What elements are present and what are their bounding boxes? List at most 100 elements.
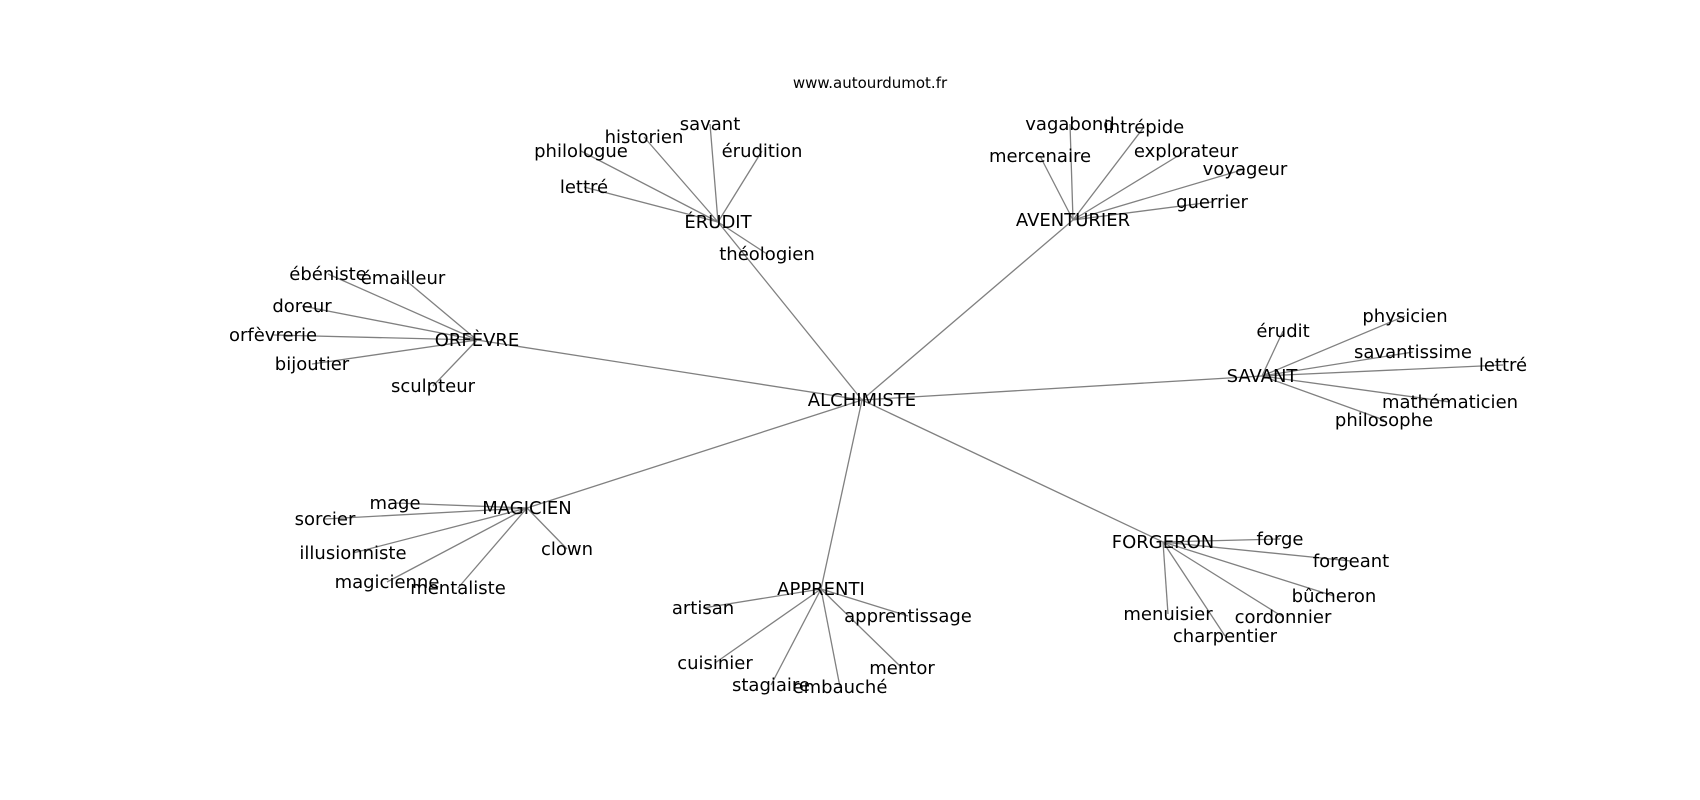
edge-group-to-word xyxy=(1072,126,1145,221)
edge-root-to-group xyxy=(526,399,863,509)
edge-group-to-word xyxy=(1261,375,1385,421)
word-node: explorateur xyxy=(1134,141,1239,162)
group-node: SAVANT xyxy=(1227,366,1299,387)
edge-group-to-word xyxy=(272,334,478,341)
group-node: FORGERON xyxy=(1112,532,1215,553)
word-node: charpentier xyxy=(1173,626,1278,647)
edge-root-to-group xyxy=(476,339,863,401)
word-node: embauché xyxy=(793,677,888,698)
edge-group-to-word xyxy=(714,588,822,664)
word-node: cuisinier xyxy=(677,653,753,674)
word-node: artisan xyxy=(672,598,734,619)
edge-group-to-word xyxy=(301,305,478,341)
word-node: intrépide xyxy=(1104,117,1184,138)
edge-group-to-word xyxy=(1261,375,1451,403)
word-node: philologue xyxy=(534,141,628,162)
edge-group-to-word xyxy=(1261,315,1406,377)
edge-group-to-word xyxy=(1261,351,1414,377)
word-node: émailleur xyxy=(361,268,446,289)
word-node: stagiaire xyxy=(732,675,810,696)
group-node: ÉRUDIT xyxy=(684,211,752,233)
edge-group-to-word xyxy=(457,507,528,589)
word-node: forge xyxy=(1257,529,1304,550)
edge-group-to-word xyxy=(432,339,478,387)
edge-group-to-word xyxy=(394,502,528,509)
group-node: AVENTURIER xyxy=(1016,210,1130,231)
edge-group-to-word xyxy=(1072,150,1187,221)
word-node: mercenaire xyxy=(989,146,1091,167)
word-node: érudit xyxy=(1256,321,1309,342)
word-node: sculpteur xyxy=(391,376,476,397)
word-node: guerrier xyxy=(1176,192,1248,213)
edge-group-to-word xyxy=(820,588,903,669)
word-node: illusionniste xyxy=(299,543,406,564)
edge-group-to-word xyxy=(1072,168,1246,221)
edge-group-to-word xyxy=(324,507,528,520)
edges xyxy=(272,123,1504,688)
edge-root-to-group xyxy=(717,221,863,401)
edge-group-to-word xyxy=(1162,541,1284,618)
edge-group-to-word xyxy=(583,186,719,223)
edge-group-to-word xyxy=(1162,541,1226,637)
word-node: mentaliste xyxy=(410,578,506,599)
edge-group-to-word xyxy=(1072,201,1213,221)
word-node: bijoutier xyxy=(275,354,350,375)
word-node: orfèvrerie xyxy=(229,325,317,346)
word-node: mage xyxy=(369,493,420,514)
word-node: sorcier xyxy=(295,509,356,530)
edge-group-to-word xyxy=(311,339,478,365)
word-node: philosophe xyxy=(1335,410,1433,431)
word-node: forgeant xyxy=(1313,551,1389,572)
word-node: historien xyxy=(605,127,684,148)
word-node: apprentissage xyxy=(844,606,972,627)
word-node: menuisier xyxy=(1123,604,1213,625)
edge-group-to-word xyxy=(717,221,768,255)
edge-group-to-word xyxy=(386,507,528,583)
edge-group-to-word xyxy=(820,588,909,617)
word-node: érudition xyxy=(722,141,803,162)
word-node: ébéniste xyxy=(289,264,367,285)
edge-group-to-word xyxy=(1069,123,1074,221)
word-node: vagabond xyxy=(1025,114,1114,135)
site-title: www.autourdumot.fr xyxy=(793,74,948,92)
word-node: mentor xyxy=(869,658,935,679)
edge-group-to-word xyxy=(717,150,763,223)
edge-root-to-group xyxy=(861,399,1164,543)
edge-group-to-word xyxy=(1261,330,1284,377)
word-node: magicienne xyxy=(335,572,440,593)
edge-group-to-word xyxy=(820,588,841,688)
group-node: ORFÈVRE xyxy=(435,329,520,351)
edge-group-to-word xyxy=(402,277,478,341)
edge-group-to-word xyxy=(1162,541,1335,597)
edge-group-to-word xyxy=(580,150,719,223)
edge-group-to-word xyxy=(526,507,568,550)
edge-group-to-word xyxy=(702,588,822,609)
root-node: ALCHIMISTE xyxy=(808,390,916,411)
edge-group-to-word xyxy=(1162,541,1352,562)
word-node: savant xyxy=(680,114,741,135)
edge-group-to-word xyxy=(1162,538,1281,543)
edge-group-to-word xyxy=(1261,364,1504,377)
labels: ALCHIMISTE ÉRUDIT savanthistorienphilologu… xyxy=(229,114,1527,698)
word-node: théologien xyxy=(719,244,814,265)
edge-group-to-word xyxy=(709,123,719,223)
word-node: doreur xyxy=(272,296,332,317)
group-node: APPRENTI xyxy=(777,579,865,600)
word-node: bûcheron xyxy=(1292,586,1377,607)
edge-root-to-group xyxy=(861,375,1263,401)
edge-group-to-word xyxy=(352,507,528,554)
word-node: clown xyxy=(541,539,593,560)
word-node: voyageur xyxy=(1203,159,1288,180)
edge-root-to-group xyxy=(861,219,1074,401)
edge-group-to-word xyxy=(327,273,478,341)
edge-group-to-word xyxy=(1162,541,1169,615)
word-node: cordonnier xyxy=(1235,607,1332,628)
word-node: mathématicien xyxy=(1382,392,1518,413)
word-node: physicien xyxy=(1362,306,1447,327)
word-node: lettré xyxy=(560,177,608,198)
word-node: lettré xyxy=(1479,355,1527,376)
edge-group-to-word xyxy=(643,136,719,223)
edge-group-to-word xyxy=(1039,155,1074,221)
group-node: MAGICIEN xyxy=(482,498,572,519)
